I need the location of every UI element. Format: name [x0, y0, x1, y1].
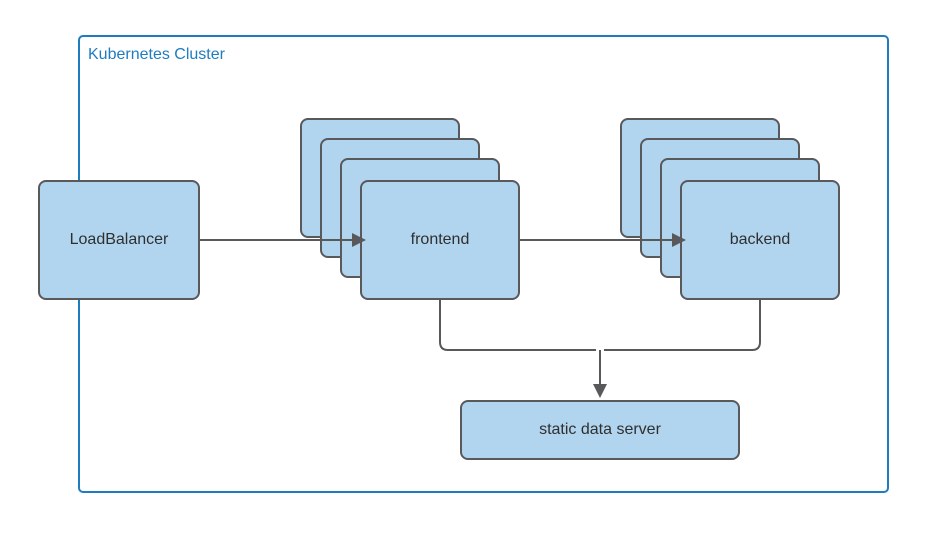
node-backend[interactable]: backend: [680, 180, 840, 300]
node-backend-stack[interactable]: backend: [620, 118, 840, 300]
node-static-data-server[interactable]: static data server: [460, 400, 740, 460]
node-frontend[interactable]: frontend: [360, 180, 520, 300]
node-static-data-server-label: static data server: [539, 421, 661, 438]
node-frontend-label: frontend: [410, 231, 470, 248]
cluster-label: Kubernetes Cluster: [88, 46, 225, 63]
node-backend-label: backend: [729, 231, 791, 248]
node-loadbalancer-label: LoadBalancer: [69, 231, 169, 248]
node-loadbalancer[interactable]: LoadBalancer: [38, 180, 200, 300]
node-frontend-stack[interactable]: frontend: [300, 118, 520, 300]
